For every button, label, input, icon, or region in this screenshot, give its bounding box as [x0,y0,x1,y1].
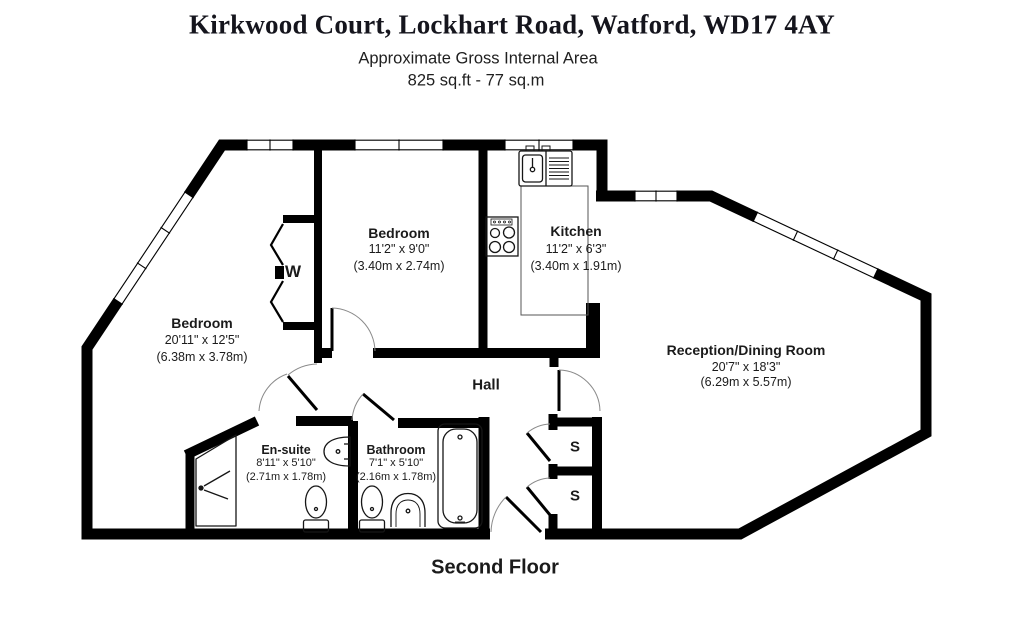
door-arc-bedroom-middle [331,307,376,352]
door-swing-arcs [258,307,601,533]
door-leaves [286,308,561,534]
floor-label: Second Floor [431,556,559,579]
room-dim-metric-bathroom: (2.16m x 1.78m) [355,471,437,483]
room-label-kitchen: Kitchen [550,223,602,239]
hob-icon [485,216,519,257]
windows [113,139,879,305]
door-arc-bedroom-left [287,363,318,376]
door-arc-ensuite [258,373,288,412]
window-icon [504,139,574,151]
door-arc-bathroom [351,393,364,421]
room-dim-metric-ensuite: (2.71m x 1.78m) [245,471,327,483]
room-label-hall: Hall [472,376,500,394]
room-dim-metric-bedroom-left: (6.38m x 3.78m) [156,350,248,364]
room-dim-imperial-bedroom-middle: 11'2" x 9'0" [368,242,430,256]
basin-icon [390,492,426,527]
window-icon [752,211,879,279]
room-label-ensuite: En-suite [261,443,311,457]
door-leaf-bathroom [362,392,395,422]
bathroom-fixtures [358,423,483,533]
window-icon [246,139,294,151]
door-leaf-storage-top [525,432,552,462]
wall-ensuite-diagonal [183,416,260,460]
inner-walls [183,145,602,534]
door-leaf-entrance [504,495,543,534]
sink-drainer-icon [518,145,573,187]
room-label-reception: Reception/Dining Room [666,342,826,358]
door-arc-storage-top [526,423,551,434]
storage-bottom-label: S [569,487,581,505]
window-icon [113,191,194,305]
page-title: Kirkwood Court, Lockhart Road, Watford, … [189,9,835,40]
room-dim-imperial-kitchen: 11'2" x 6'3" [545,242,607,256]
room-dim-imperial-bathroom: 7'1" x 5'10" [368,457,424,469]
wall-reception-outer [545,190,932,540]
wardrobe-bifold-icon [269,223,284,323]
shower-icon [195,434,237,527]
room-dim-imperial-ensuite: 8'11" x 5'10" [256,457,316,469]
subtitle-area-value: 825 sq.ft - 77 sq.m [407,71,545,90]
room-dim-imperial-reception: 20'7" x 18'3" [711,360,781,374]
room-dim-imperial-bedroom-left: 20'11" x 12'5" [164,333,240,347]
room-label-bathroom: Bathroom [366,443,426,457]
toilet-icon [302,485,330,533]
door-leaf-storage-bottom [525,486,552,516]
window-icon [354,139,444,151]
bathtub-icon [437,423,483,529]
basin-icon [323,436,351,467]
room-label-bedroom-left: Bedroom [171,315,233,331]
room-dim-metric-reception: (6.29m x 5.57m) [700,375,792,389]
toilet-icon [358,485,386,533]
room-dim-metric-bedroom-middle: (3.40m x 2.74m) [353,259,445,273]
window-icon [634,190,678,202]
doors [258,307,601,534]
door-arc-entrance [490,496,507,533]
door-arc-storage-bottom [526,477,551,488]
kitchen-fixtures [485,145,589,316]
room-dim-metric-kitchen: (3.40m x 1.91m) [530,259,622,273]
wardrobe-label: W [284,262,302,281]
storage-top-label: S [569,438,581,456]
door-leaf-bedroom-left [286,375,319,411]
ensuite-fixtures [195,434,351,533]
room-label-bedroom-middle: Bedroom [368,225,430,241]
subtitle-area-heading: Approximate Gross Internal Area [358,49,598,68]
door-arc-reception [558,369,601,412]
